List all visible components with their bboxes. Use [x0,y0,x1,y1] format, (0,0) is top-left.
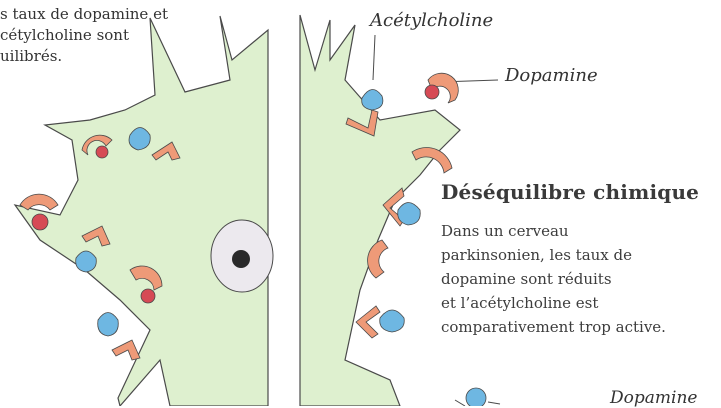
acetylcholine-molecule [76,251,97,272]
acetylcholine-molecule [362,89,383,110]
dopamine-label: Dopamine [505,65,598,86]
receptor-chevron [112,340,140,360]
caption-line: et l’acétylcholine est [441,291,666,315]
legend-dopamine-molecule [455,388,500,406]
nucleolus [232,250,250,268]
right-neuron-body [300,15,460,406]
acetylcholine-leader-line [373,35,375,80]
caption-heading: Déséquilibre chimique [441,180,699,204]
dopamine-label-bottom: Dopamine [610,388,697,408]
dopamine-molecule [425,73,458,103]
acetylcholine-label: Acétylcholine [370,10,493,31]
caption-line: dopamine sont réduits [441,267,666,291]
receptor-chevron [356,306,380,338]
intro-text: s taux de dopamine et cétylcholine sont … [0,4,260,67]
caption-line: Dans un cerveau [441,219,666,243]
caption-body: Dans un cerveau parkinsonien, les taux d… [441,219,666,339]
caption-line: comparativement trop active. [441,315,666,339]
intro-line: cétylcholine sont [0,25,260,46]
acetylcholine-molecule [398,203,421,226]
left-neuron-body [15,16,268,406]
caption-line: parkinsonien, les taux de [441,243,666,267]
intro-line: s taux de dopamine et [0,4,260,25]
intro-line: uilibrés. [0,46,260,67]
acetylcholine-molecule [380,310,405,332]
acetylcholine-molecule [98,313,119,337]
